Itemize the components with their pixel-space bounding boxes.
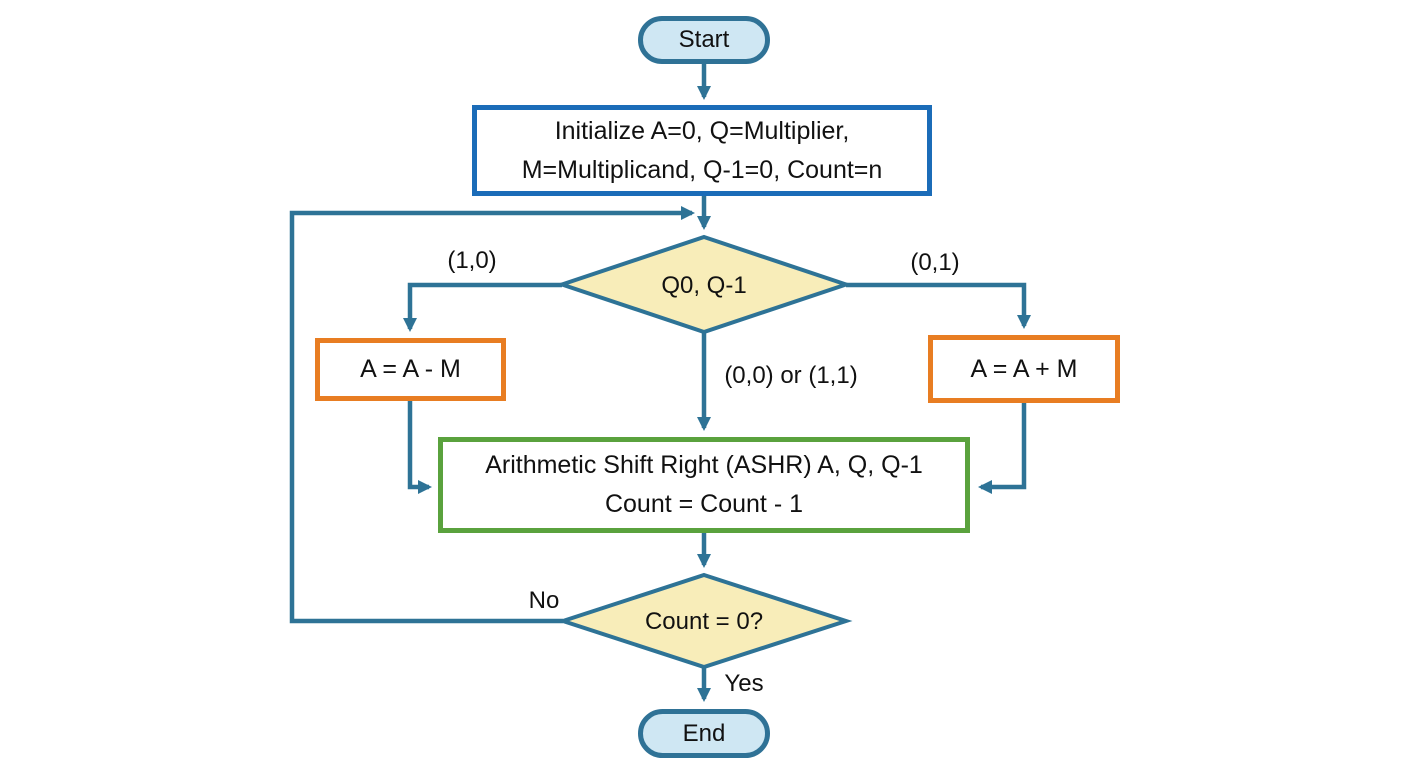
- subtract-label: A = A - M: [360, 355, 461, 384]
- start-label: Start: [678, 26, 730, 54]
- edge-decision-bits-to-subtract: [403, 282, 562, 332]
- shift-node: Arithmetic Shift Right (ASHR) A, Q, Q-1 …: [438, 437, 970, 533]
- end-node: End: [638, 709, 770, 758]
- edge-label-case-01: (0,1): [910, 249, 960, 276]
- edge-subtract-to-shift: [407, 401, 432, 494]
- add-label: A = A + M: [970, 354, 1078, 383]
- init-label-line1: Initialize A=0, Q=Multiplier,: [554, 116, 850, 145]
- shift-label-line2: Count = Count - 1: [604, 490, 804, 518]
- shift-label-line1: Arithmetic Shift Right (ASHR) A, Q, Q-1: [485, 451, 923, 480]
- subtract-node: A = A - M: [315, 338, 506, 401]
- edge-label-no: No: [528, 587, 560, 614]
- end-label: End: [682, 719, 726, 747]
- decision-bits-label: Q0, Q-1: [661, 272, 747, 299]
- start-node: Start: [638, 16, 770, 64]
- edge-label-case-10: (1,0): [447, 247, 497, 274]
- init-node: Initialize A=0, Q=Multiplier, M=Multipli…: [472, 105, 932, 196]
- edge-add-to-shift: [978, 403, 1027, 494]
- init-label-line2: M=Multiplicand, Q-1=0, Count=n: [521, 155, 883, 184]
- add-node: A = A + M: [928, 335, 1120, 403]
- decision-bits-diamond: [555, 234, 853, 335]
- decision-count-diamond: [556, 572, 853, 670]
- edge-label-yes: Yes: [724, 670, 764, 697]
- edge-decision-bits-to-add: [846, 282, 1031, 329]
- edge-label-case-00-or-11: (0,0) or (1,1): [724, 362, 858, 389]
- decision-count-label: Count = 0?: [644, 608, 764, 635]
- edge-loopback-no: [289, 206, 695, 624]
